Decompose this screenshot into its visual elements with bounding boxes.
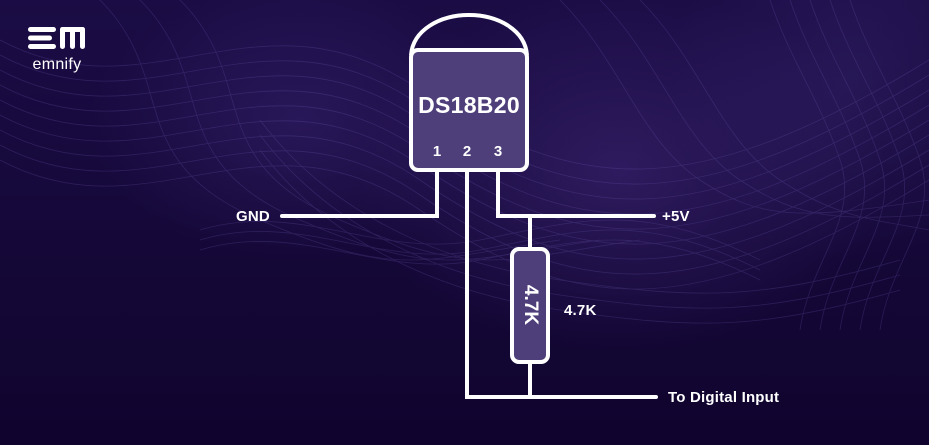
vcc-wire	[496, 168, 656, 218]
gnd-label: GND	[236, 208, 270, 225]
emnify-logo: emnify	[24, 26, 90, 74]
resistor-body	[510, 247, 550, 364]
digital-input-label: To Digital Input	[668, 389, 780, 406]
pin-1-label: 1	[432, 143, 442, 160]
resistor-value-label: 4.7K	[564, 302, 597, 319]
sensor-dome	[409, 12, 529, 56]
sensor-name: DS18B20	[418, 92, 520, 118]
pin-3-label: 3	[493, 143, 503, 160]
pin-2-label: 2	[462, 143, 472, 160]
vcc-label: +5V	[662, 208, 690, 225]
resistor-body-label: 4.7K	[520, 284, 541, 326]
logo-text: emnify	[32, 56, 82, 73]
data-wire	[465, 168, 658, 399]
em-logo-mark-icon	[28, 27, 85, 49]
gnd-wire	[280, 168, 439, 218]
